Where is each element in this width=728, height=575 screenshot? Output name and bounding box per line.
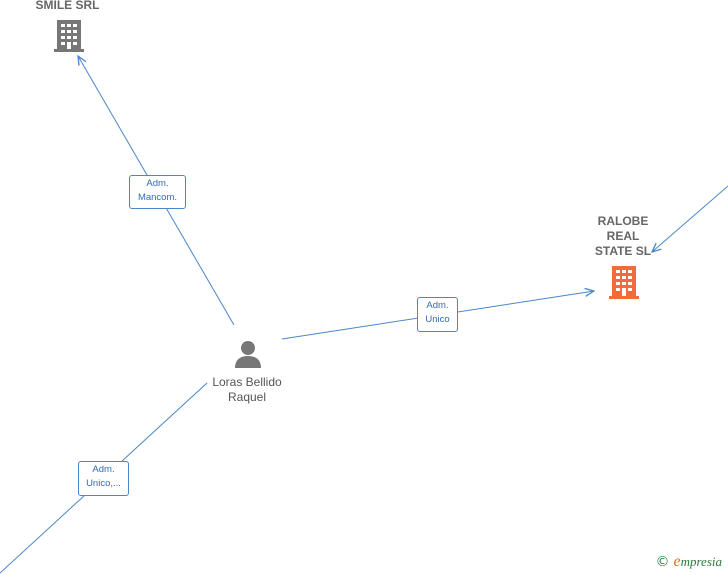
edge-label-adm-mancom[interactable]: Adm. Mancom.: [129, 175, 186, 209]
edge-label-line: Unico: [425, 314, 450, 325]
edge-label-line: Unico,...: [86, 478, 121, 489]
company-label-line: RALOBE: [597, 214, 649, 228]
brand-logo: ©empresia: [655, 553, 722, 571]
company-label-smile[interactable]: SMILE SRL: [35, 0, 100, 12]
person-label[interactable]: Loras Bellido Raquel: [196, 375, 298, 405]
edge-label-line: Adm.: [426, 300, 449, 311]
edge-label-adm-unico[interactable]: Adm. Unico: [417, 297, 458, 332]
person-icon[interactable]: [233, 339, 263, 374]
company-label-line: REAL: [606, 229, 640, 243]
edge-label-line: Adm.: [146, 178, 169, 189]
edge-label-adm-unico-more[interactable]: Adm. Unico,...: [78, 461, 129, 496]
brand-initial: e: [673, 553, 681, 570]
building-icon[interactable]: [608, 264, 640, 305]
copyright-icon: ©: [655, 554, 670, 570]
brand-name: mpresia: [680, 554, 722, 569]
building-icon[interactable]: [53, 18, 85, 58]
person-label-line: Raquel: [227, 390, 267, 404]
company-label-ralobe[interactable]: RALOBE REAL STATE SL: [580, 214, 666, 259]
edge-offscreen-to-ralobe[interactable]: [652, 185, 728, 252]
company-label-line: STATE SL: [594, 244, 652, 258]
edge-label-line: Mancom.: [137, 192, 178, 203]
person-label-line: Loras Bellido: [212, 375, 282, 389]
edge-label-line: Adm.: [92, 464, 115, 475]
